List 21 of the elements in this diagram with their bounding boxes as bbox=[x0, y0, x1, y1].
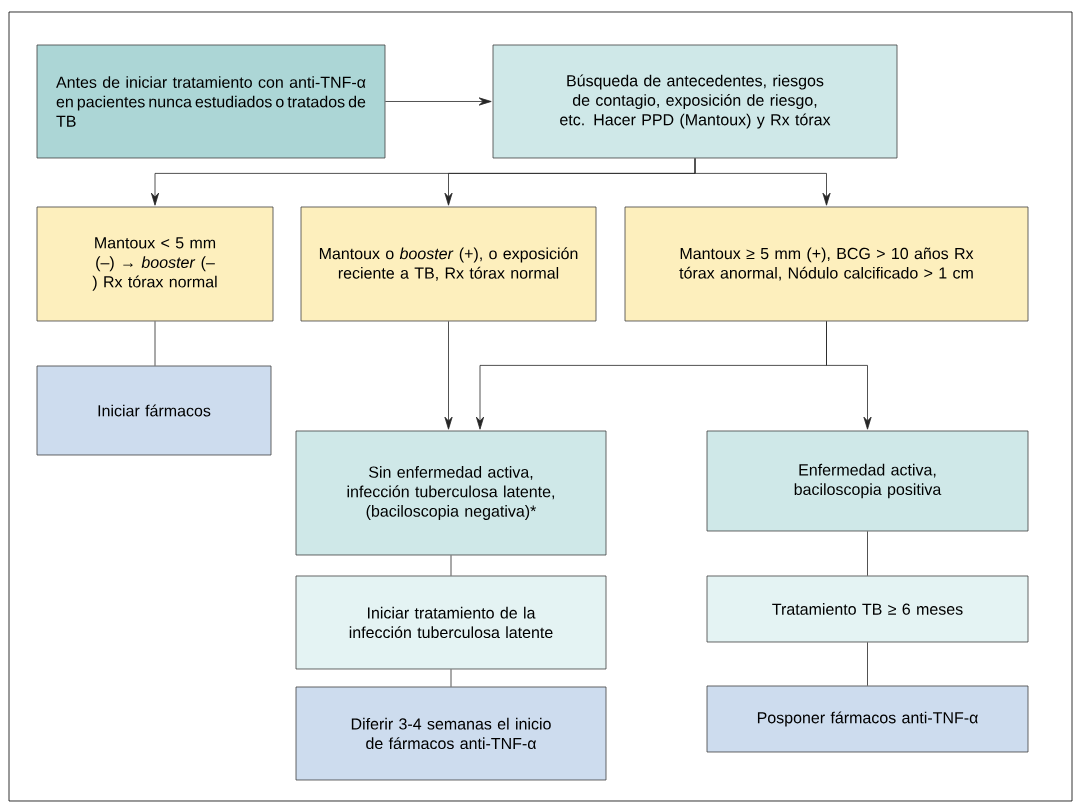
process-box: Antes de iniciar tratamiento con anti-TNF-α en pacientes nunca estudiados o tratados de TB bbox=[36, 44, 386, 159]
process-box: Tratamiento TB ≥ 6 meses bbox=[706, 575, 1029, 643]
arrow bbox=[444, 321, 453, 430]
connector-line bbox=[867, 531, 868, 576]
process-box: Posponer fármacos anti-TNF-α bbox=[706, 685, 1029, 753]
process-box: Diferir 3-4 semanas el inicio de fármacos anti-TNF-α bbox=[295, 686, 607, 781]
process-box: Mantoux ≥ 5 mm (+), BCG > 10 años Rx tórax anormal, Nódulo calcificado > 1 cm bbox=[624, 206, 1029, 322]
connector-line bbox=[867, 642, 868, 686]
arrow bbox=[385, 97, 492, 106]
process-box: Enfermedad activa, baciloscopia positiva bbox=[706, 430, 1029, 532]
connector-line bbox=[154, 321, 156, 366]
process-box: Sin enfermedad activa, infección tuberculosa latente, (baciloscopia negativa)* bbox=[295, 430, 607, 556]
process-box: Búsqueda de antecedentes, riesgos de contagio, exposición de riesgo, etc. Hacer PPD (Mantoux) y Rx tórax bbox=[492, 44, 898, 159]
connector-line bbox=[450, 555, 452, 576]
process-box: Mantoux < 5 mm (–) → booster (–) Rx tórax normal bbox=[36, 206, 274, 322]
process-box: Iniciar tratamiento de la infección tuberculosa latente bbox=[295, 575, 607, 670]
process-box: Iniciar fármacos bbox=[36, 365, 272, 456]
process-box: Mantoux o booster (+), o exposición reciente a TB, Rx tórax normal bbox=[300, 206, 597, 322]
arrow bbox=[826, 321, 872, 430]
arrow bbox=[694, 158, 831, 206]
connector-line bbox=[450, 669, 452, 687]
